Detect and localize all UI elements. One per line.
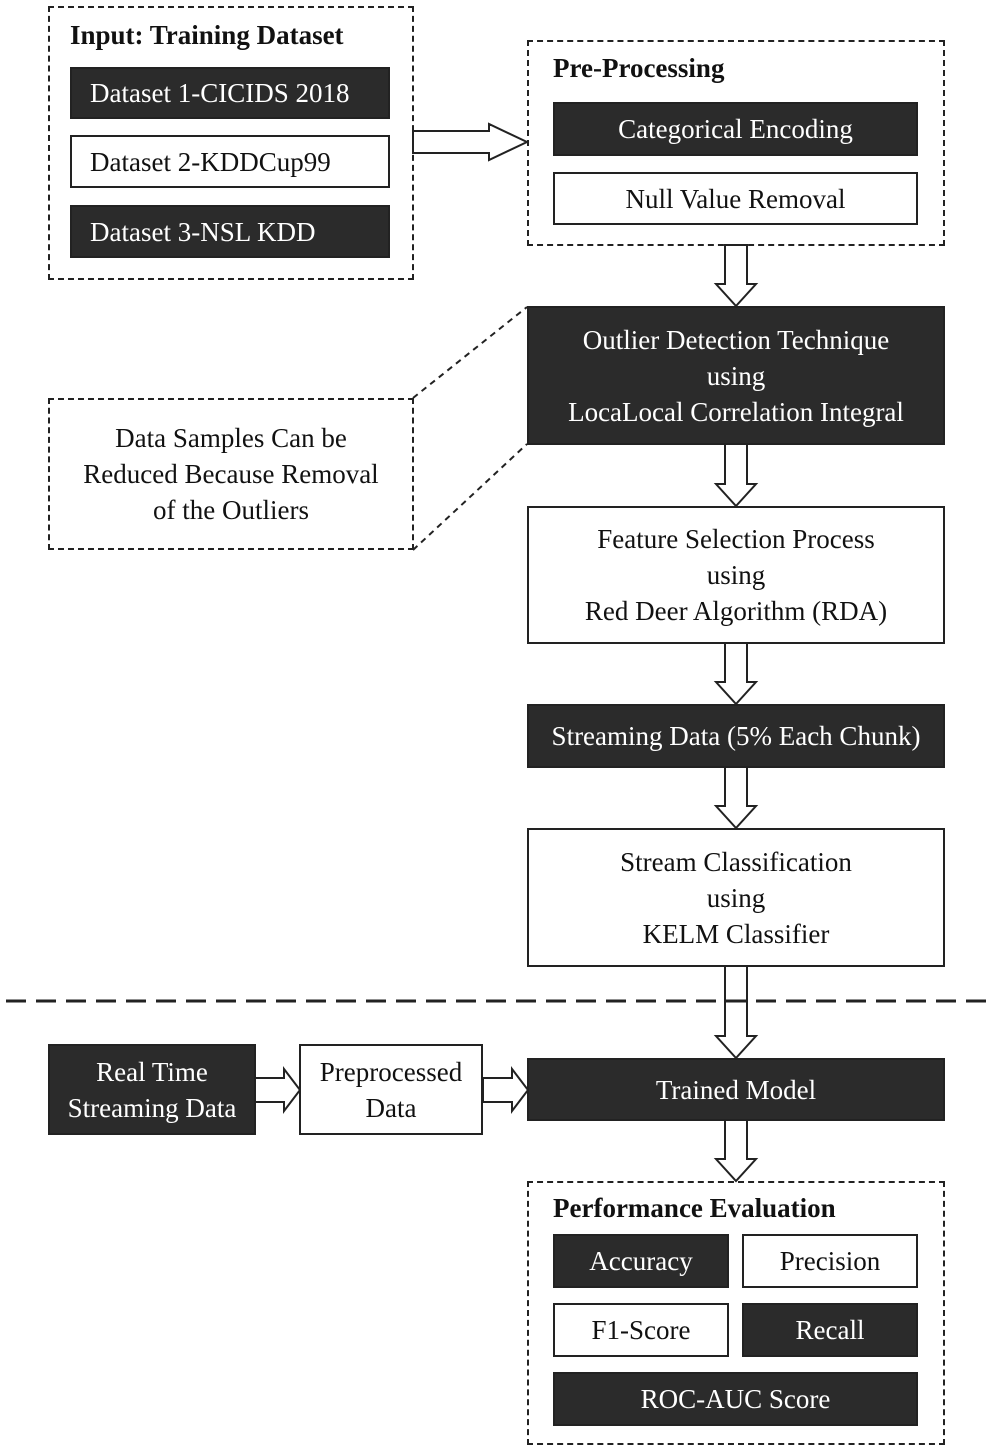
feature-selection-box: Feature Selection Process using Red Deer… [527,506,945,644]
arrow-streaming-to-classification [713,766,759,830]
dataset-2-label: Dataset 2-KDDCup99 [90,146,331,177]
preprocessing-group [527,40,945,246]
metric-roc-auc-label: ROC-AUC Score [640,1384,831,1414]
arrow-preprocessed-to-model [482,1066,530,1114]
trained-model-label: Trained Model [655,1074,817,1105]
arrow-preprocessing-to-outlier [713,244,759,308]
note-line-2: Reduced Because Removal [83,459,379,489]
metric-f1-box: F1-Score [553,1303,729,1357]
metric-roc-auc-box: ROC-AUC Score [553,1372,918,1426]
dataset-3-label: Dataset 3-NSL KDD [90,216,316,247]
metric-f1-label: F1-Score [591,1315,691,1345]
streaming-data-label: Streaming Data (5% Each Chunk) [551,721,921,751]
classification-line-3: KELM Classifier [642,918,830,949]
feature-line-1: Feature Selection Process [597,524,875,554]
preprocessed-line-2: Data [365,1092,417,1123]
outlier-line-3: LocaLocal Correlation Integral [568,396,904,427]
stream-classification-box: Stream Classification using KELM Classif… [527,828,945,967]
outlier-line-1: Outlier Detection Technique [582,324,890,355]
metric-accuracy-box: Accuracy [553,1234,729,1288]
preprocessed-data-box: Preprocessed Data [299,1044,483,1135]
dataset-1-box: Dataset 1-CICIDS 2018 [70,67,390,119]
dataset-3-box: Dataset 3-NSL KDD [70,205,390,258]
trained-model-box: Trained Model [527,1058,945,1121]
performance-title: Performance Evaluation [553,1193,836,1223]
arrow-model-to-performance [713,1119,759,1183]
arrow-outlier-to-feature [713,443,759,508]
classification-line-2: using [706,882,766,913]
metric-accuracy-label: Accuracy [589,1246,693,1276]
classification-line-1: Stream Classification [620,846,852,877]
input-group-title: Input: Training Dataset [70,20,344,50]
input-training-group [48,6,414,280]
metric-precision-label: Precision [779,1246,881,1276]
arrow-realtime-to-preprocessed [254,1066,302,1114]
arrow-feature-to-streaming [713,642,759,706]
dataset-2-box: Dataset 2-KDDCup99 [70,135,390,188]
streaming-data-box: Streaming Data (5% Each Chunk) [527,704,945,768]
callout-line-bottom [412,443,528,551]
preprocessing-title: Pre-Processing [553,53,725,83]
metric-recall-label: Recall [795,1315,865,1345]
null-value-removal-label: Null Value Removal [625,183,846,214]
callout-line-top [412,306,528,399]
note-line-1: Data Samples Can be [115,423,347,453]
outlier-detection-box: Outlier Detection Technique using LocaLo… [527,306,945,445]
metric-recall-box: Recall [742,1303,918,1357]
metric-precision-box: Precision [742,1234,918,1288]
outlier-note-box: Data Samples Can be Reduced Because Remo… [48,398,414,550]
feature-line-3: Red Deer Algorithm (RDA) [584,596,888,626]
realtime-streaming-box: Real Time Streaming Data [48,1044,256,1135]
preprocessed-line-1: Preprocessed [319,1056,463,1087]
outlier-line-2: using [706,360,766,391]
arrow-input-to-preprocessing [412,122,530,162]
arrow-classification-to-model [713,965,759,1060]
note-line-3: of the Outliers [153,495,309,525]
categorical-encoding-label: Categorical Encoding [618,114,853,144]
null-value-removal-box: Null Value Removal [553,172,918,225]
dataset-1-label: Dataset 1-CICIDS 2018 [90,78,350,108]
realtime-line-1: Real Time [96,1056,208,1087]
feature-line-2: using [706,560,766,590]
realtime-line-2: Streaming Data [67,1092,237,1123]
categorical-encoding-box: Categorical Encoding [553,102,918,156]
performance-group [527,1181,945,1445]
